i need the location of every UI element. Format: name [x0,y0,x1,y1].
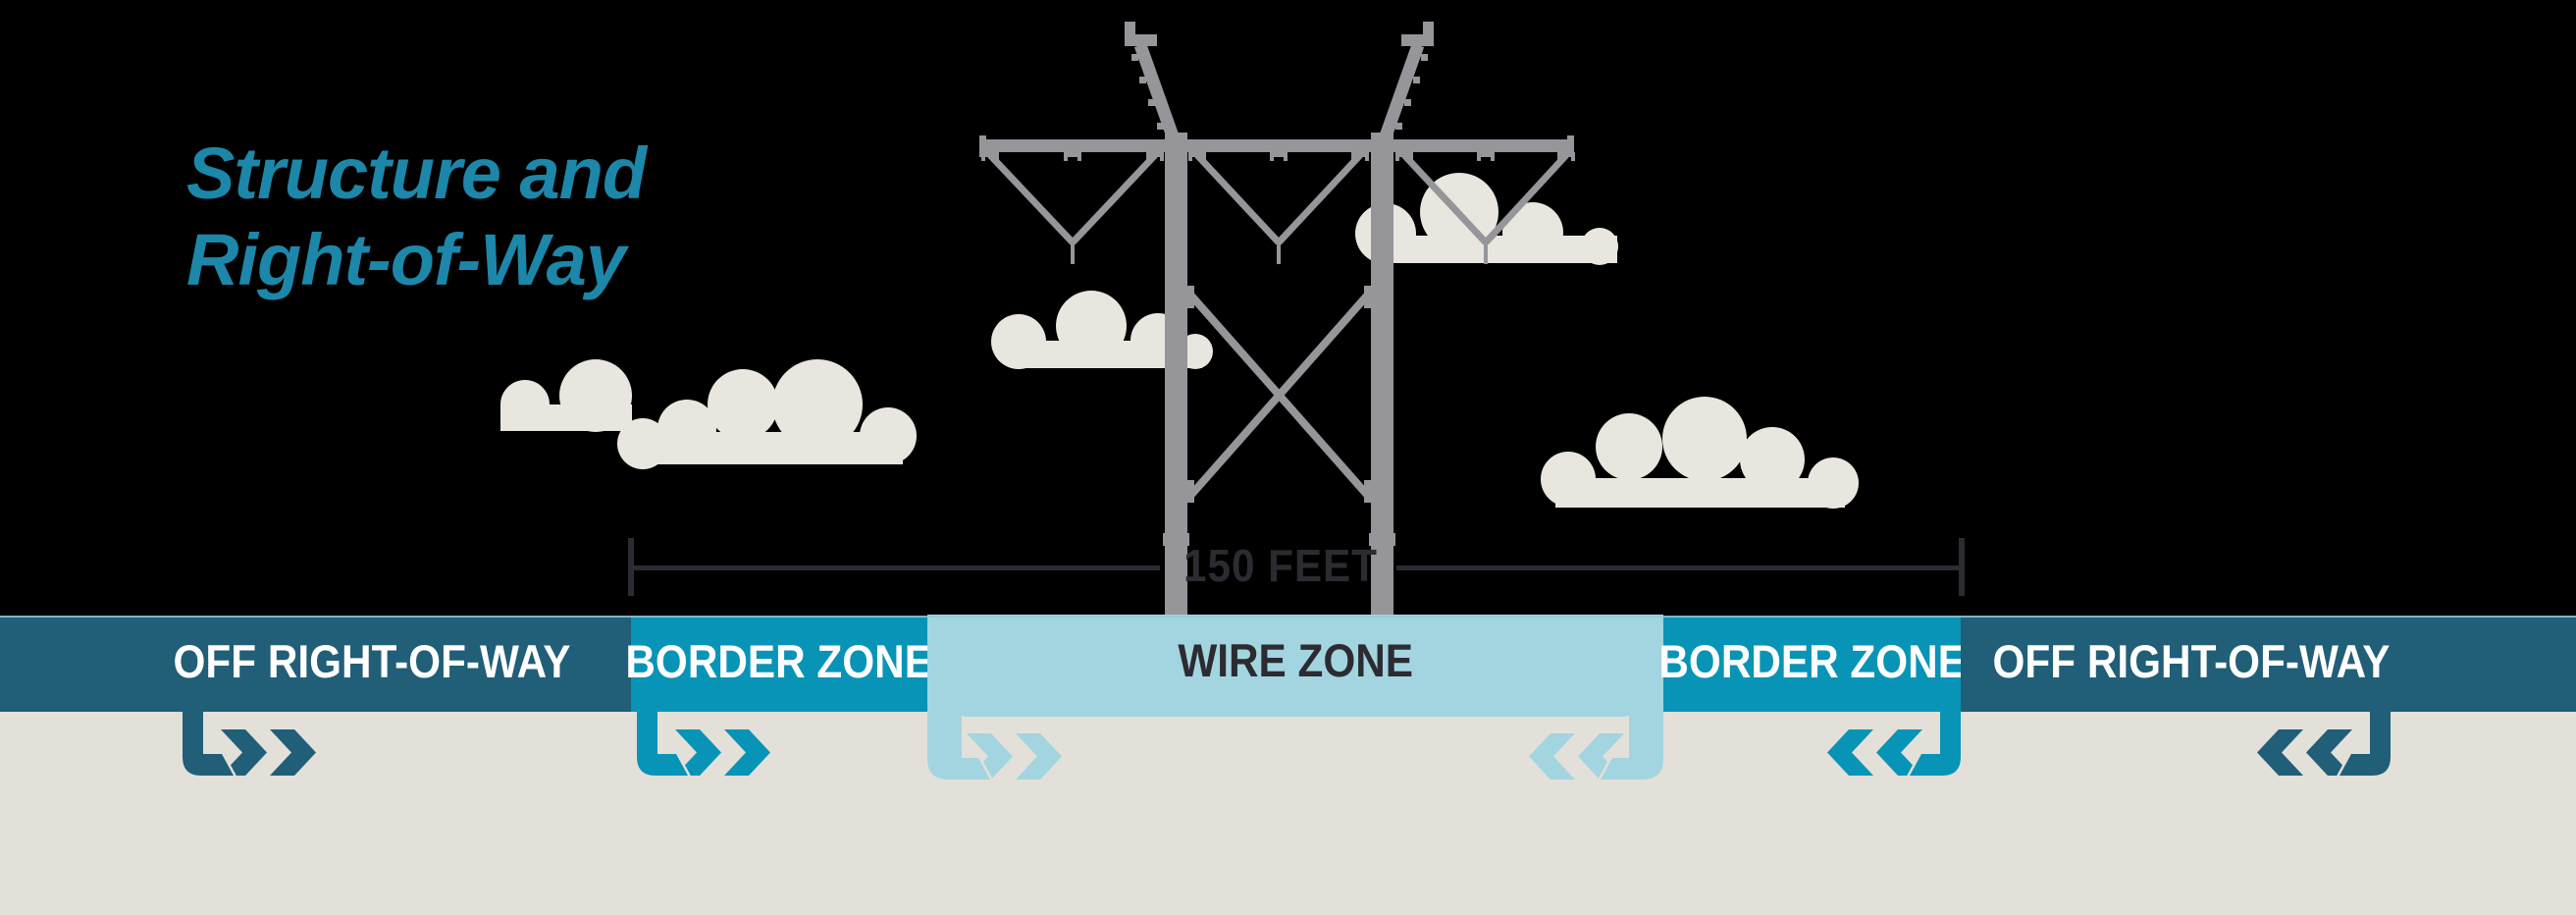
zone-label: BORDER ZONE [1658,635,1966,687]
page-title-line1: Structure and [186,133,647,214]
zone-label: BORDER ZONE [625,635,933,687]
tower-x-brace [1187,286,1371,503]
arrow-left-icon [1529,716,1663,780]
cloud-icon [1541,397,1859,509]
insulator-string [987,152,1569,264]
measurement-label: 150 FEET [1183,540,1378,591]
distance-measurement [628,538,1965,596]
page-title: Structure and Right-of-Way [186,131,647,303]
arrow-left-icon [1827,712,1961,777]
band-top-highlight-line [0,616,2576,618]
crossarm-clamps [981,152,1575,161]
zone-band-border-right: BORDER ZONE [1658,617,1966,712]
zone-band-off-right-of-way-left: OFF RIGHT-OF-WAY [0,617,631,712]
transmission-tower-icon [979,22,1575,619]
zone-label: WIRE ZONE [1178,633,1413,686]
measurement-line-right [1396,565,1963,570]
zone-band-border-left: BORDER ZONE [626,617,932,712]
zone-label: OFF RIGHT-OF-WAY [173,635,570,687]
zone-band-off-right-of-way-right: OFF RIGHT-OF-WAY [1961,617,2576,712]
arrow-right-icon [183,712,316,777]
zone-band-wire: WIRE ZONE [927,615,1663,717]
cloud-icon [500,359,632,432]
arrow-right-icon [637,712,770,777]
arrow-right-icon [927,716,1062,780]
ground [0,712,2576,915]
page-title-line2: Right-of-Way [186,219,626,300]
zone-label: OFF RIGHT-OF-WAY [1992,635,2390,687]
arrow-left-icon [2257,712,2391,777]
cloud-icon [617,359,917,469]
measurement-line-left [631,565,1160,570]
